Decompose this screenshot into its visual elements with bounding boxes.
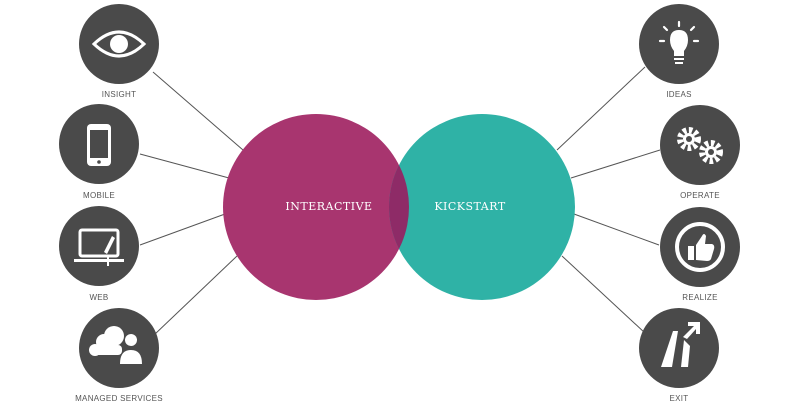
label-ideas: IDEAS — [666, 90, 692, 99]
node-operate — [660, 105, 740, 185]
label-realize: REALIZE — [682, 293, 718, 302]
node-web — [59, 206, 139, 286]
label-web: WEB — [89, 293, 109, 302]
connector-web — [139, 213, 226, 246]
interactive-label: INTERACTIVE — [285, 200, 372, 213]
exit-road-icon — [661, 322, 700, 367]
connector-ideas — [556, 66, 646, 151]
node-mobile — [59, 104, 139, 184]
connector-mobile — [139, 153, 230, 179]
node-managed-services — [79, 308, 159, 388]
kickstart-circle — [389, 114, 575, 300]
node-insight — [79, 4, 159, 84]
connector-lines — [139, 66, 661, 336]
node-ideas — [639, 4, 719, 84]
connector-operate — [570, 149, 661, 179]
label-managed-services: MANAGED SERVICES — [75, 394, 163, 403]
smartphone-icon — [87, 124, 111, 166]
gears-icon — [677, 127, 723, 164]
label-mobile: MOBILE — [82, 191, 116, 200]
cloud-users-icon — [89, 326, 142, 364]
connector-exit — [561, 255, 646, 334]
thumbs-up-icon — [675, 222, 725, 272]
node-realize — [660, 207, 740, 287]
lightbulb-icon — [658, 20, 700, 64]
connector-realize — [573, 213, 660, 246]
monitor-icon — [74, 228, 124, 266]
label-insight: INSIGHT — [101, 90, 137, 99]
interactive-circle — [223, 114, 409, 300]
node-exit — [639, 308, 719, 388]
label-exit: EXIT — [669, 394, 689, 403]
eye-icon — [91, 30, 147, 58]
kickstart-label: KICKSTART — [434, 200, 506, 213]
connector-managed-services — [153, 255, 238, 336]
label-operate: OPERATE — [680, 191, 720, 200]
connector-insight — [152, 71, 244, 151]
